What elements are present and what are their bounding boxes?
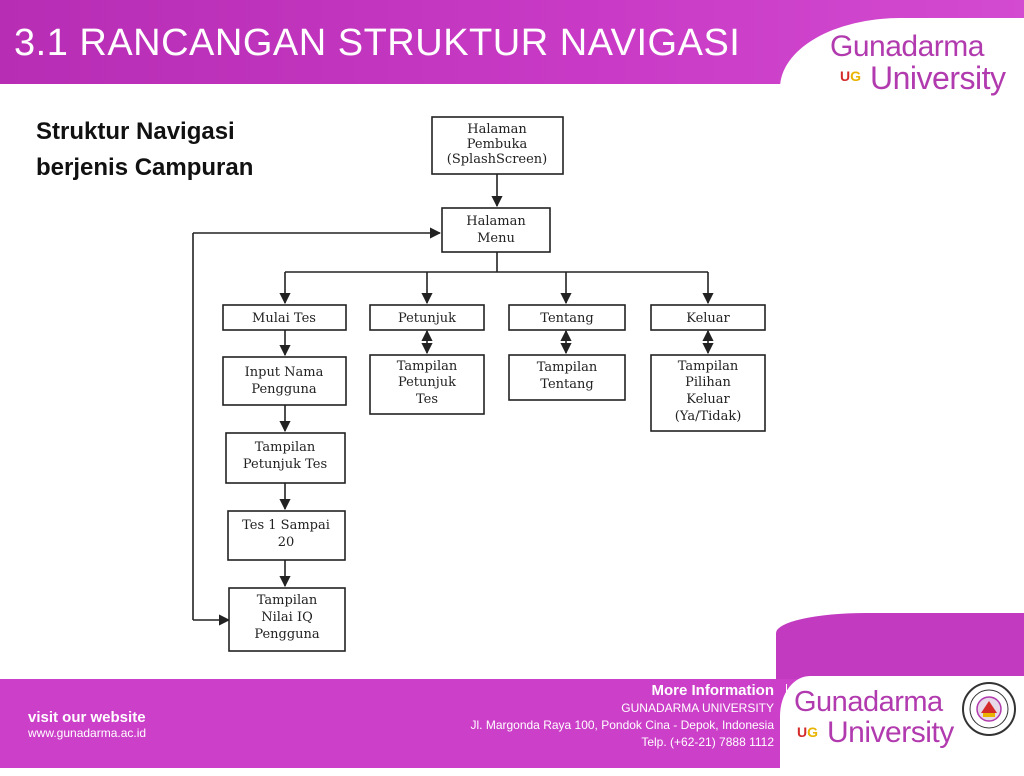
svg-text:Halaman: Halaman bbox=[466, 214, 526, 229]
svg-text:Pembuka: Pembuka bbox=[467, 137, 528, 152]
node-tes-1-sampai-20: Tes 1 Sampai 20 bbox=[227, 510, 346, 561]
visit-website-label: visit our website bbox=[28, 709, 146, 726]
svg-text:Tes: Tes bbox=[416, 392, 438, 407]
node-tampilan-pilihan-keluar: Tampilan Pilihan Keluar (Ya/Tidak) bbox=[650, 354, 766, 432]
node-keluar: Keluar bbox=[650, 304, 766, 331]
svg-text:Tampilan: Tampilan bbox=[257, 593, 318, 608]
svg-text:Petunjuk: Petunjuk bbox=[398, 375, 456, 390]
svg-text:Pengguna: Pengguna bbox=[254, 627, 320, 642]
logo-university-text: University bbox=[870, 60, 1006, 96]
subtitle-line-2: berjenis Campuran bbox=[36, 154, 254, 181]
node-tampilan-nilai-iq: Tampilan Nilai IQ Pengguna bbox=[228, 587, 346, 652]
logo-gunadarma-text: Gunadarma bbox=[830, 30, 984, 63]
svg-text:Petunjuk: Petunjuk bbox=[398, 311, 456, 326]
svg-text:Tampilan: Tampilan bbox=[678, 359, 739, 374]
svg-text:Input Nama: Input Nama bbox=[245, 365, 324, 380]
svg-text:Petunjuk Tes: Petunjuk Tes bbox=[243, 457, 327, 472]
node-tampilan-petunjuk-tes-left: Tampilan Petunjuk Tes bbox=[225, 432, 346, 484]
svg-text:Mulai Tes: Mulai Tes bbox=[252, 311, 316, 326]
svg-text:Nilai IQ: Nilai IQ bbox=[261, 610, 313, 625]
node-tentang: Tentang bbox=[508, 304, 626, 331]
svg-text:Pilihan: Pilihan bbox=[685, 375, 731, 390]
node-mulai-tes: Mulai Tes bbox=[222, 304, 347, 331]
svg-text:Halaman: Halaman bbox=[467, 122, 527, 137]
slide-title: 3.1 RANCANGAN STRUKTUR NAVIGASI bbox=[14, 22, 741, 64]
svg-text:Tentang: Tentang bbox=[540, 377, 593, 392]
footer-address: Jl. Margonda Raya 100, Pondok Cina - Dep… bbox=[470, 718, 774, 732]
node-tampilan-petunjuk-tes-right: Tampilan Petunjuk Tes bbox=[369, 354, 485, 415]
svg-text:Tampilan: Tampilan bbox=[255, 440, 316, 455]
svg-text:Keluar: Keluar bbox=[686, 392, 730, 407]
footer-phone: Telp. (+62-21) 7888 1112 bbox=[641, 735, 774, 749]
university-seal-icon bbox=[962, 682, 1016, 736]
node-splash: Halaman Pembuka (SplashScreen) bbox=[431, 116, 564, 175]
svg-text:(Ya/Tidak): (Ya/Tidak) bbox=[675, 409, 742, 424]
website-url[interactable]: www.gunadarma.ac.id bbox=[28, 726, 147, 740]
svg-text:Tampilan: Tampilan bbox=[397, 359, 458, 374]
logo-ug-mark: UG bbox=[840, 68, 862, 84]
svg-text:(SplashScreen): (SplashScreen) bbox=[447, 152, 547, 167]
footer-logo-gunadarma-text: Gunadarma bbox=[794, 686, 943, 718]
svg-text:Menu: Menu bbox=[477, 231, 515, 246]
svg-text:Tentang: Tentang bbox=[540, 311, 593, 326]
svg-text:20: 20 bbox=[278, 535, 295, 550]
node-tampilan-tentang: Tampilan Tentang bbox=[508, 354, 626, 401]
footer-logo-ug-mark: UG bbox=[797, 724, 819, 740]
footer-university-name: GUNADARMA UNIVERSITY bbox=[621, 701, 774, 715]
more-information-heading: More Information bbox=[651, 682, 775, 699]
subtitle-line-1: Struktur Navigasi bbox=[36, 118, 235, 145]
svg-text:Tampilan: Tampilan bbox=[537, 360, 598, 375]
gunadarma-logo-top: Gunadarma UG University bbox=[830, 30, 1015, 100]
svg-text:Keluar: Keluar bbox=[686, 311, 730, 326]
svg-text:Tes 1 Sampai: Tes 1 Sampai bbox=[242, 518, 330, 533]
node-input-nama: Input Nama Pengguna bbox=[222, 356, 347, 406]
slide-subtitle: Struktur Navigasi berjenis Campuran bbox=[36, 114, 253, 186]
footer-logo-university-text: University bbox=[827, 716, 954, 749]
node-menu: Halaman Menu bbox=[441, 207, 551, 253]
gunadarma-logo-footer: Gunadarma UG University bbox=[794, 682, 964, 752]
svg-text:Pengguna: Pengguna bbox=[251, 382, 317, 397]
node-petunjuk: Petunjuk bbox=[369, 304, 485, 331]
